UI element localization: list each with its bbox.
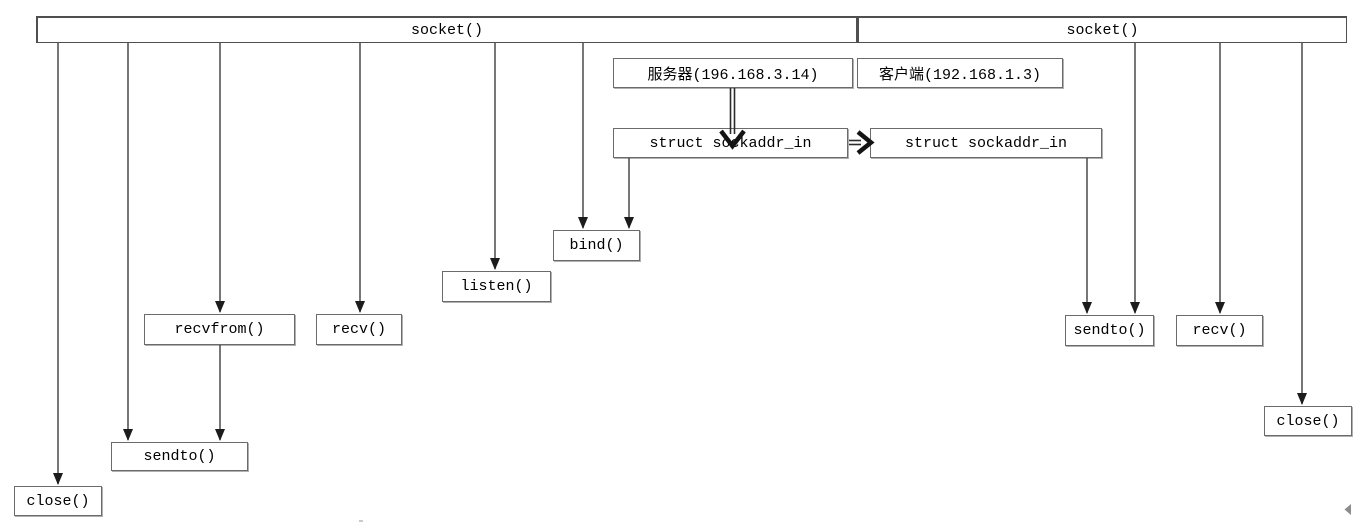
double-arrow-struct-to-struct bbox=[849, 130, 875, 155]
box-recv-client: recv() bbox=[1176, 315, 1263, 346]
box-close-server: close() bbox=[14, 486, 102, 516]
box-close-client: close() bbox=[1264, 406, 1352, 436]
box-bind: bind() bbox=[553, 230, 640, 261]
box-sendto-server: sendto() bbox=[111, 442, 248, 471]
smudge-artifact bbox=[359, 520, 363, 522]
box-socket-client: socket() bbox=[857, 16, 1347, 43]
scrollbar-arrow-artifact bbox=[1344, 504, 1351, 515]
box-struct-sockaddr-client: struct sockaddr_in bbox=[870, 128, 1102, 158]
box-struct-sockaddr-server: struct sockaddr_in bbox=[613, 128, 848, 158]
box-recvfrom: recvfrom() bbox=[144, 314, 295, 345]
box-server-address: 服务器(196.168.3.14) bbox=[613, 58, 853, 88]
box-recv-server: recv() bbox=[316, 314, 402, 345]
box-socket-server: socket() bbox=[36, 16, 857, 43]
box-sendto-client: sendto() bbox=[1065, 315, 1154, 346]
box-client-address: 客户端(192.168.1.3) bbox=[857, 58, 1063, 88]
box-listen: listen() bbox=[442, 271, 551, 302]
